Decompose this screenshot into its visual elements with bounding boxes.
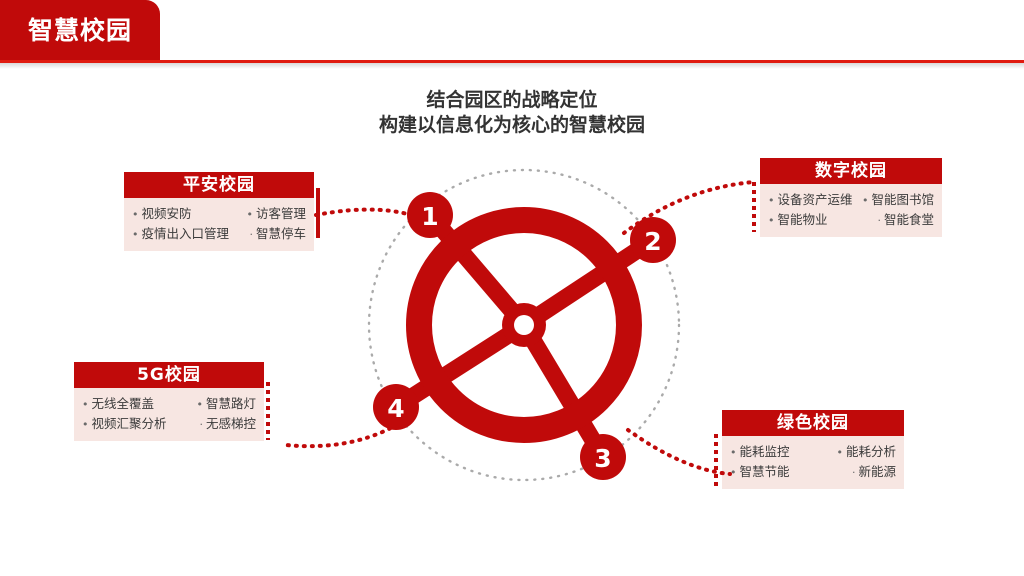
card-green-campus-item-1: 能耗监控 [739,444,790,459]
list-item: •智慧路灯 [196,394,256,414]
connector-edge-bar-digital-campus [752,182,756,232]
bullet-icon: • [730,466,737,479]
card-5g-campus-item-1: 无线全覆盖 [91,396,155,411]
bullet-icon: • [836,446,843,459]
bullet-icon: • [132,208,139,221]
card-5g-campus-item-3: 视频汇聚分析 [91,416,167,431]
card-safe-campus-body: •视频安防 •访客管理 •疫情出入口管理 ·智慧停车 [124,198,314,251]
bullet-icon: · [877,214,881,227]
header-banner: 智慧校园 [0,0,160,60]
card-digital-campus-row-2: •智能物业 ·智能食堂 [768,210,934,230]
badge-3-circle[interactable] [580,434,626,480]
orbit-dotted-circle [367,168,681,482]
page-title-line-1: 结合园区的战略定位 [426,89,598,111]
badge-1[interactable]: 1 [407,192,453,238]
badge-2-circle[interactable] [630,217,676,263]
list-item: •能耗监控 [730,442,790,462]
list-item: •能耗分析 [836,442,896,462]
badge-1-label: 1 [421,202,438,231]
badge-4-label: 4 [387,394,404,423]
card-5g-campus-row-1: •无线全覆盖 •智慧路灯 [82,394,256,414]
badge-2[interactable]: 2 [630,217,676,263]
wheel-hub-center [514,315,534,335]
card-green-campus-title: 绿色校园 [722,410,904,436]
list-item: •智能物业 [768,210,828,230]
card-digital-campus-body: •设备资产运维 •智能图书馆 •智能物业 ·智能食堂 [760,184,942,237]
card-safe-campus-item-3: 疫情出入口管理 [141,226,230,241]
list-item: ·无感梯控 [199,414,256,434]
list-item: •访客管理 [246,204,306,224]
badge-2-label: 2 [644,227,661,256]
ship-wheel-icon [406,207,642,443]
card-safe-campus[interactable]: 平安校园 •视频安防 •访客管理 •疫情出入口管理 ·智慧停车 [124,172,314,251]
wheel-spokes [387,206,662,466]
list-item: •疫情出入口管理 [132,224,229,244]
card-safe-campus-row-2: •疫情出入口管理 ·智慧停车 [132,224,306,244]
badge-3[interactable]: 3 [580,434,626,480]
bullet-icon: · [851,466,856,479]
list-item: •智慧节能 [730,462,790,482]
card-5g-campus[interactable]: 5G校园 •无线全覆盖 •智慧路灯 •视频汇聚分析 ·无感梯控 [74,362,264,441]
card-safe-campus-row-1: •视频安防 •访客管理 [132,204,306,224]
list-item: ·智慧停车 [249,224,306,244]
connector-curve-4 [284,421,402,449]
list-item: •无线全覆盖 [82,394,154,414]
card-digital-campus-item-4: 智能食堂 [883,212,934,227]
card-5g-campus-row-2: •视频汇聚分析 ·无感梯控 [82,414,256,434]
card-safe-campus-item-4: 智慧停车 [255,226,306,241]
card-green-campus-body: •能耗监控 •能耗分析 •智慧节能 ·新能源 [722,436,904,489]
card-digital-campus-item-2: 智能图书馆 [871,192,934,207]
card-digital-campus-item-1: 设备资产运维 [777,192,853,207]
card-5g-campus-title: 5G校园 [74,362,264,388]
card-digital-campus[interactable]: 数字校园 •设备资产运维 •智能图书馆 •智能物业 ·智能食堂 [760,158,942,237]
badge-4-circle[interactable] [373,384,419,430]
card-5g-campus-body: •无线全覆盖 •智慧路灯 •视频汇聚分析 ·无感梯控 [74,388,264,441]
card-green-campus-item-3: 智慧节能 [739,464,790,479]
card-green-campus-item-4: 新能源 [858,464,896,479]
card-digital-campus-item-3: 智能物业 [777,212,828,227]
card-5g-campus-item-4: 无感梯控 [205,416,256,431]
page-title-line-2: 构建以信息化为核心的智慧校园 [378,114,645,136]
bullet-icon: • [861,194,869,207]
bullet-icon: • [768,194,775,207]
list-item: •设备资产运维 [768,190,853,210]
card-green-campus[interactable]: 绿色校园 •能耗监控 •能耗分析 •智慧节能 ·新能源 [722,410,904,489]
card-green-campus-row-1: •能耗监控 •能耗分析 [730,442,896,462]
bullet-icon: · [249,228,253,241]
badge-1-circle[interactable] [407,192,453,238]
central-diagram: 1 2 3 4 [284,168,756,482]
badge-4[interactable]: 4 [373,384,419,430]
card-digital-campus-title: 数字校园 [760,158,942,184]
card-5g-campus-item-2: 智慧路灯 [205,396,256,411]
list-item: ·智能食堂 [877,210,934,230]
bullet-icon: • [132,228,139,241]
card-green-campus-item-2: 能耗分析 [845,444,896,459]
list-item: •智能图书馆 [862,190,934,210]
bullet-icon: • [768,214,775,227]
list-item: •视频汇聚分析 [82,414,167,434]
page-title: 结合园区的战略定位 构建以信息化为核心的智慧校园 [0,88,1024,138]
list-item: ·新能源 [852,462,896,482]
connector-edge-bar-green-campus [714,434,718,490]
bullet-icon: • [82,398,89,411]
connector-curve-3 [626,428,732,476]
connector-edge-bar-5g-campus [266,382,270,440]
card-safe-campus-item-2: 访客管理 [255,206,306,221]
bullet-icon: · [199,418,203,431]
header-title: 智慧校园 [27,15,132,45]
bullet-icon: • [196,398,203,411]
badge-3-label: 3 [594,444,611,473]
card-safe-campus-item-1: 视频安防 [141,206,192,221]
connector-edge-bar-safe-campus [316,188,320,238]
card-digital-campus-row-1: •设备资产运维 •智能图书馆 [768,190,934,210]
bullet-icon: • [730,446,737,459]
card-safe-campus-title: 平安校园 [124,172,314,198]
card-green-campus-row-2: •智慧节能 ·新能源 [730,462,896,482]
header-divider-rule [0,60,1024,63]
bullet-icon: • [246,208,253,221]
list-item: •视频安防 [132,204,192,224]
bullet-icon: • [82,418,89,431]
header-divider-shadow [0,63,1024,69]
